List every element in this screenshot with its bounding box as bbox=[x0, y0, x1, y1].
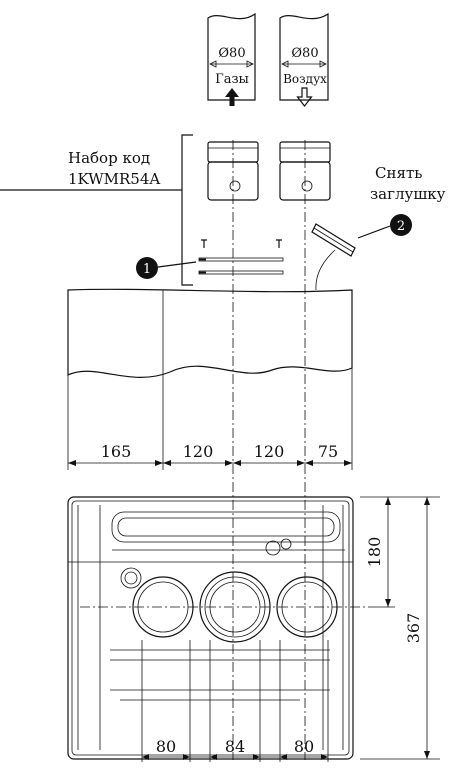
marker-1 bbox=[136, 257, 158, 279]
plug-note-line2: заглушку bbox=[370, 185, 446, 203]
up-arrow-icon bbox=[225, 88, 239, 106]
kit-code-label: 1KWMR54A bbox=[68, 170, 160, 188]
marker-1-label: 1 bbox=[143, 262, 151, 277]
right-dimension-lines bbox=[360, 496, 440, 760]
dim-top-120b: 120 bbox=[254, 442, 285, 461]
exhaust-pipe-section: Ø80 Газы bbox=[207, 12, 256, 106]
plug-note-line1: Снять bbox=[375, 164, 422, 182]
dim-top-75: 75 bbox=[318, 442, 338, 461]
marker-2 bbox=[390, 214, 412, 236]
dim-right-180: 180 bbox=[365, 537, 384, 568]
dim-top-120a: 120 bbox=[183, 442, 214, 461]
boiler-top-view bbox=[67, 496, 375, 760]
down-arrow-icon bbox=[296, 87, 313, 107]
dim-bottom-80a: 80 bbox=[156, 737, 176, 756]
dim-right-367: 367 bbox=[404, 613, 423, 644]
air-diameter-label: Ø80 bbox=[291, 46, 318, 61]
exhaust-pipe-label: Газы bbox=[215, 72, 249, 87]
screw-icon bbox=[201, 239, 207, 248]
dim-top-165: 165 bbox=[101, 442, 132, 461]
top-dimension-line bbox=[68, 460, 352, 466]
gaskets-and-screws bbox=[198, 239, 284, 275]
marker-2-label: 2 bbox=[397, 219, 405, 234]
dim-bottom-84: 84 bbox=[225, 737, 245, 756]
air-pipe-section: Ø80 Воздух bbox=[279, 12, 329, 107]
air-pipe-label: Воздух bbox=[283, 72, 327, 86]
removed-plug bbox=[311, 223, 391, 291]
exhaust-diameter-label: Ø80 bbox=[218, 46, 245, 61]
screw-icon bbox=[276, 239, 282, 248]
kit-bracket bbox=[181, 134, 193, 286]
boiler-cover-outline bbox=[67, 288, 353, 378]
dim-bottom-80b: 80 bbox=[294, 737, 314, 756]
kit-label-line1: Набор код bbox=[68, 149, 150, 167]
bottom-dimension-lines bbox=[141, 640, 329, 762]
